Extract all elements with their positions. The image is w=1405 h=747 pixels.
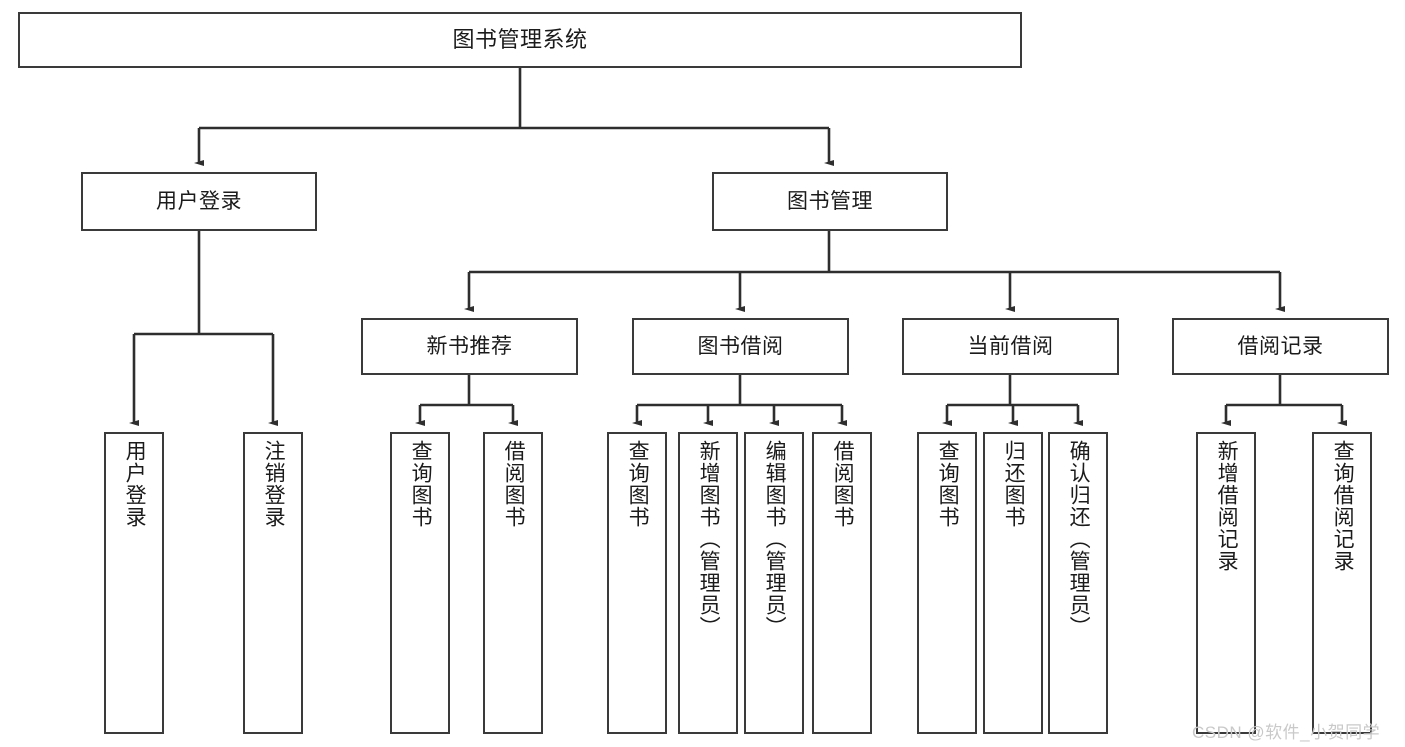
node-leaf-query-record-label: 查询借阅记录 <box>1331 440 1355 572</box>
node-user-login-label: 用户登录 <box>156 189 242 213</box>
node-leaf-user-login-label: 用户登录 <box>123 440 147 528</box>
node-leaf-query-record[interactable]: 查询借阅记录 <box>1312 432 1372 734</box>
node-leaf-query-book-2-label: 查询图书 <box>626 440 650 528</box>
node-leaf-user-login[interactable]: 用户登录 <box>104 432 164 734</box>
node-leaf-query-book-1-label: 查询图书 <box>409 440 433 528</box>
csdn-watermark: CSDN @软件_小贺同学 <box>1192 723 1381 742</box>
node-leaf-borrow-book-1[interactable]: 借阅图书 <box>483 432 543 734</box>
node-leaf-confirm-return[interactable]: 确认归还（管理员） <box>1048 432 1108 734</box>
node-book-borrow[interactable]: 图书借阅 <box>632 318 849 375</box>
node-new-book-recommend-label: 新书推荐 <box>426 334 513 358</box>
node-leaf-query-book-2[interactable]: 查询图书 <box>607 432 667 734</box>
node-leaf-user-logout[interactable]: 注销登录 <box>243 432 303 734</box>
node-leaf-edit-book[interactable]: 编辑图书（管理员） <box>744 432 804 734</box>
node-leaf-query-book-1[interactable]: 查询图书 <box>390 432 450 734</box>
node-book-manage-label: 图书管理 <box>787 189 873 213</box>
node-leaf-borrow-book-1-label: 借阅图书 <box>502 440 526 528</box>
node-root[interactable]: 图书管理系统 <box>18 12 1022 68</box>
node-borrow-record-label: 借阅记录 <box>1237 334 1324 358</box>
node-leaf-confirm-return-label: 确认归还（管理员） <box>1067 440 1091 638</box>
node-leaf-return-book[interactable]: 归还图书 <box>983 432 1043 734</box>
node-leaf-add-book-label: 新增图书（管理员） <box>697 440 721 638</box>
node-borrow-record[interactable]: 借阅记录 <box>1172 318 1389 375</box>
node-root-label: 图书管理系统 <box>452 26 588 52</box>
node-current-borrow[interactable]: 当前借阅 <box>902 318 1119 375</box>
node-leaf-borrow-book-2[interactable]: 借阅图书 <box>812 432 872 734</box>
node-leaf-add-book[interactable]: 新增图书（管理员） <box>678 432 738 734</box>
node-user-login[interactable]: 用户登录 <box>81 172 317 231</box>
node-current-borrow-label: 当前借阅 <box>967 334 1054 358</box>
node-leaf-add-record-label: 新增借阅记录 <box>1215 440 1239 572</box>
node-book-borrow-label: 图书借阅 <box>697 334 784 358</box>
node-leaf-query-book-3-label: 查询图书 <box>936 440 960 528</box>
node-leaf-borrow-book-2-label: 借阅图书 <box>831 440 855 528</box>
node-new-book-recommend[interactable]: 新书推荐 <box>361 318 578 375</box>
node-leaf-edit-book-label: 编辑图书（管理员） <box>763 440 787 638</box>
node-leaf-query-book-3[interactable]: 查询图书 <box>917 432 977 734</box>
node-leaf-return-book-label: 归还图书 <box>1002 440 1026 528</box>
node-leaf-add-record[interactable]: 新增借阅记录 <box>1196 432 1256 734</box>
node-leaf-user-logout-label: 注销登录 <box>262 440 286 528</box>
node-book-manage[interactable]: 图书管理 <box>712 172 948 231</box>
